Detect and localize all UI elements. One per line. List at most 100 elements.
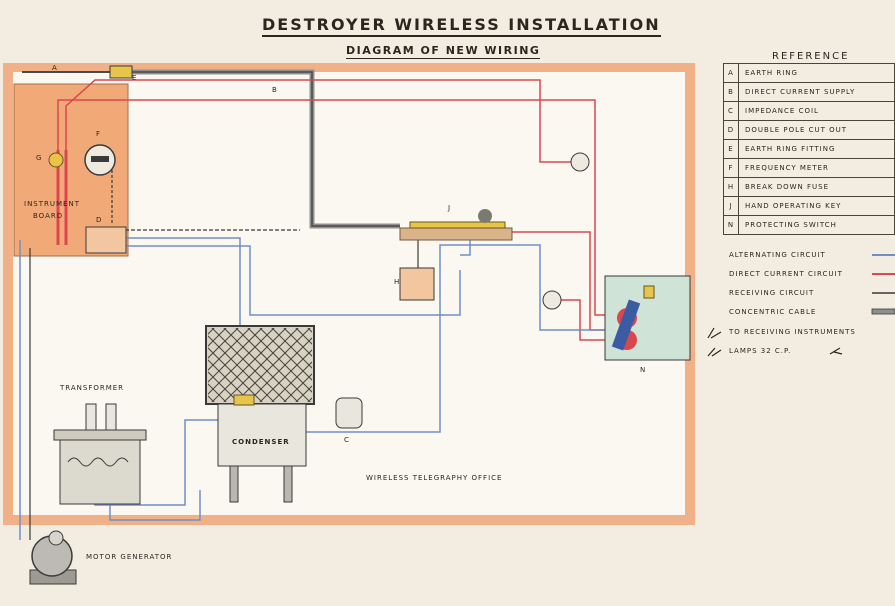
key-knob [478,209,492,223]
legend-alternating-circuit: ALTERNATING CIRCUIT [729,251,826,259]
reference-label: PROTECTING SWITCH [738,215,895,235]
lattice-line [208,328,227,347]
label-instrument-board-2: BOARD [33,212,64,220]
fuse-h [399,267,435,301]
legend-receiving-circuit: RECEIVING CIRCUIT [729,289,815,297]
legend-symbol-rx [707,327,722,339]
condenser-lattice [208,328,312,402]
legend-swatch-cable [871,308,895,315]
label-b: B [272,86,278,94]
ac-wire-2 [125,245,461,316]
lattice-line [208,371,239,402]
reference-key: A [723,63,739,83]
lattice-line [283,373,312,402]
condenser-terminal [233,394,255,406]
lattice-line [208,328,263,383]
condenser-lattice-box [205,325,315,405]
reference-label: IMPEDANCE COIL [738,101,895,121]
reference-heading: REFERENCE [772,51,850,62]
label-n: N [640,366,647,374]
lattice-line [295,328,312,345]
impedance-coil-c [335,397,363,429]
label-transformer: TRANSFORMER [60,384,125,392]
reference-label: DOUBLE POLE CUT OUT [738,120,895,140]
page-subtitle: DIAGRAM OF NEW WIRING [346,44,541,59]
lattice-line [208,328,239,359]
lattice-line [208,383,227,402]
transformer-insulator-1 [85,403,97,431]
reference-key: B [723,82,739,102]
concentric-cable-core [118,71,400,227]
label-instrument-board: INSTRUMENT [24,200,80,208]
legend-symbol-lamp [707,347,843,357]
reference-key: E [723,139,739,159]
reference-label: EARTH RING FITTING [738,139,895,159]
reference-label: BREAK DOWN FUSE [738,177,895,197]
reference-key: D [723,120,739,140]
reference-key: H [723,177,739,197]
label-d: D [96,216,103,224]
dc-wire-lamp [560,299,605,341]
page-title: DESTROYER WIRELESS INSTALLATION [262,15,661,37]
label-c: C [344,436,350,444]
switch-blade [611,299,641,351]
dc-wire-top-2 [65,79,575,163]
lattice-line [259,349,312,402]
label-office: WIRELESS TELEGRAPHY OFFICE [366,474,503,482]
label-j: J [448,204,452,212]
lattice-line [208,328,275,395]
label-g: G [36,154,43,162]
key-base [399,227,513,241]
switch-top-fitting [643,285,655,299]
legend-lamps: LAMPS 32 C.P. [729,347,792,355]
earth-ring-fitting-e [109,65,133,79]
reference-key: F [723,158,739,178]
legend-direct-current-circuit: DIRECT CURRENT CIRCUIT [729,270,843,278]
transformer-top [53,429,147,441]
legend-concentric-cable: CONCENTRIC CABLE [729,308,817,316]
label-motor-generator: MOTOR GENERATOR [86,553,173,561]
reference-key: C [723,101,739,121]
reference-label: DIRECT CURRENT SUPPLY [738,82,895,102]
lattice-line [271,361,312,402]
lattice-line [211,328,287,402]
label-f: F [96,130,102,138]
label-a: A [52,64,58,72]
reference-key: N [723,215,739,235]
dc-wire-top [57,99,605,316]
lattice-line [208,328,251,371]
lattice-line [223,328,299,402]
label-condenser: CONDENSER [232,438,290,446]
ac-wire-7 [109,490,201,521]
reference-label: EARTH RING [738,63,895,83]
transformer-insulator-2 [105,403,117,431]
lattice-line [283,328,312,357]
label-e: E [132,74,138,82]
transformer-coil [67,457,129,467]
generator-g [48,152,64,168]
reference-label: FREQUENCY METER [738,158,895,178]
condenser-body [217,403,307,467]
lattice-line [235,328,311,402]
lattice-line [295,385,312,402]
reference-key: J [723,196,739,216]
label-h: H [394,278,401,286]
transformer-body [59,439,141,505]
key-lever [409,221,506,229]
lamp-lower [542,290,562,310]
condenser-leg-right [283,465,293,503]
motor-generator-hub [48,530,64,546]
lamp-upper [570,152,590,172]
